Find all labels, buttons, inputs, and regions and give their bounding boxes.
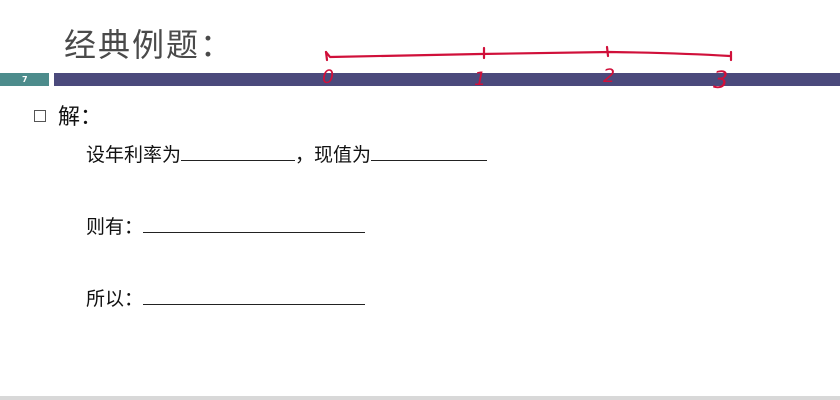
tick-0 bbox=[324, 50, 329, 62]
timeline-axis bbox=[324, 50, 732, 59]
then-label: 则有： bbox=[86, 216, 144, 238]
slide-title: 经典例题： bbox=[64, 26, 235, 64]
bullet-square-icon bbox=[34, 110, 46, 122]
rate-label: 设年利率为 bbox=[86, 144, 182, 166]
so-line: 所以： bbox=[86, 284, 366, 311]
so-label: 所以： bbox=[86, 288, 144, 310]
pv-blank[interactable] bbox=[371, 142, 488, 161]
rate-line: 设年利率为 ，现值为 bbox=[86, 140, 488, 167]
slide-number: 7 bbox=[0, 73, 49, 86]
pv-label: 现值为 bbox=[314, 144, 372, 166]
so-blank[interactable] bbox=[143, 286, 366, 305]
tick-2 bbox=[605, 45, 610, 58]
rate-blank[interactable] bbox=[181, 142, 296, 161]
then-blank[interactable] bbox=[143, 214, 366, 233]
separator: ， bbox=[295, 144, 315, 166]
then-line: 则有： bbox=[86, 212, 366, 239]
solution-heading: 解： bbox=[58, 105, 103, 130]
header-band bbox=[54, 73, 840, 86]
bottom-divider bbox=[0, 396, 840, 400]
